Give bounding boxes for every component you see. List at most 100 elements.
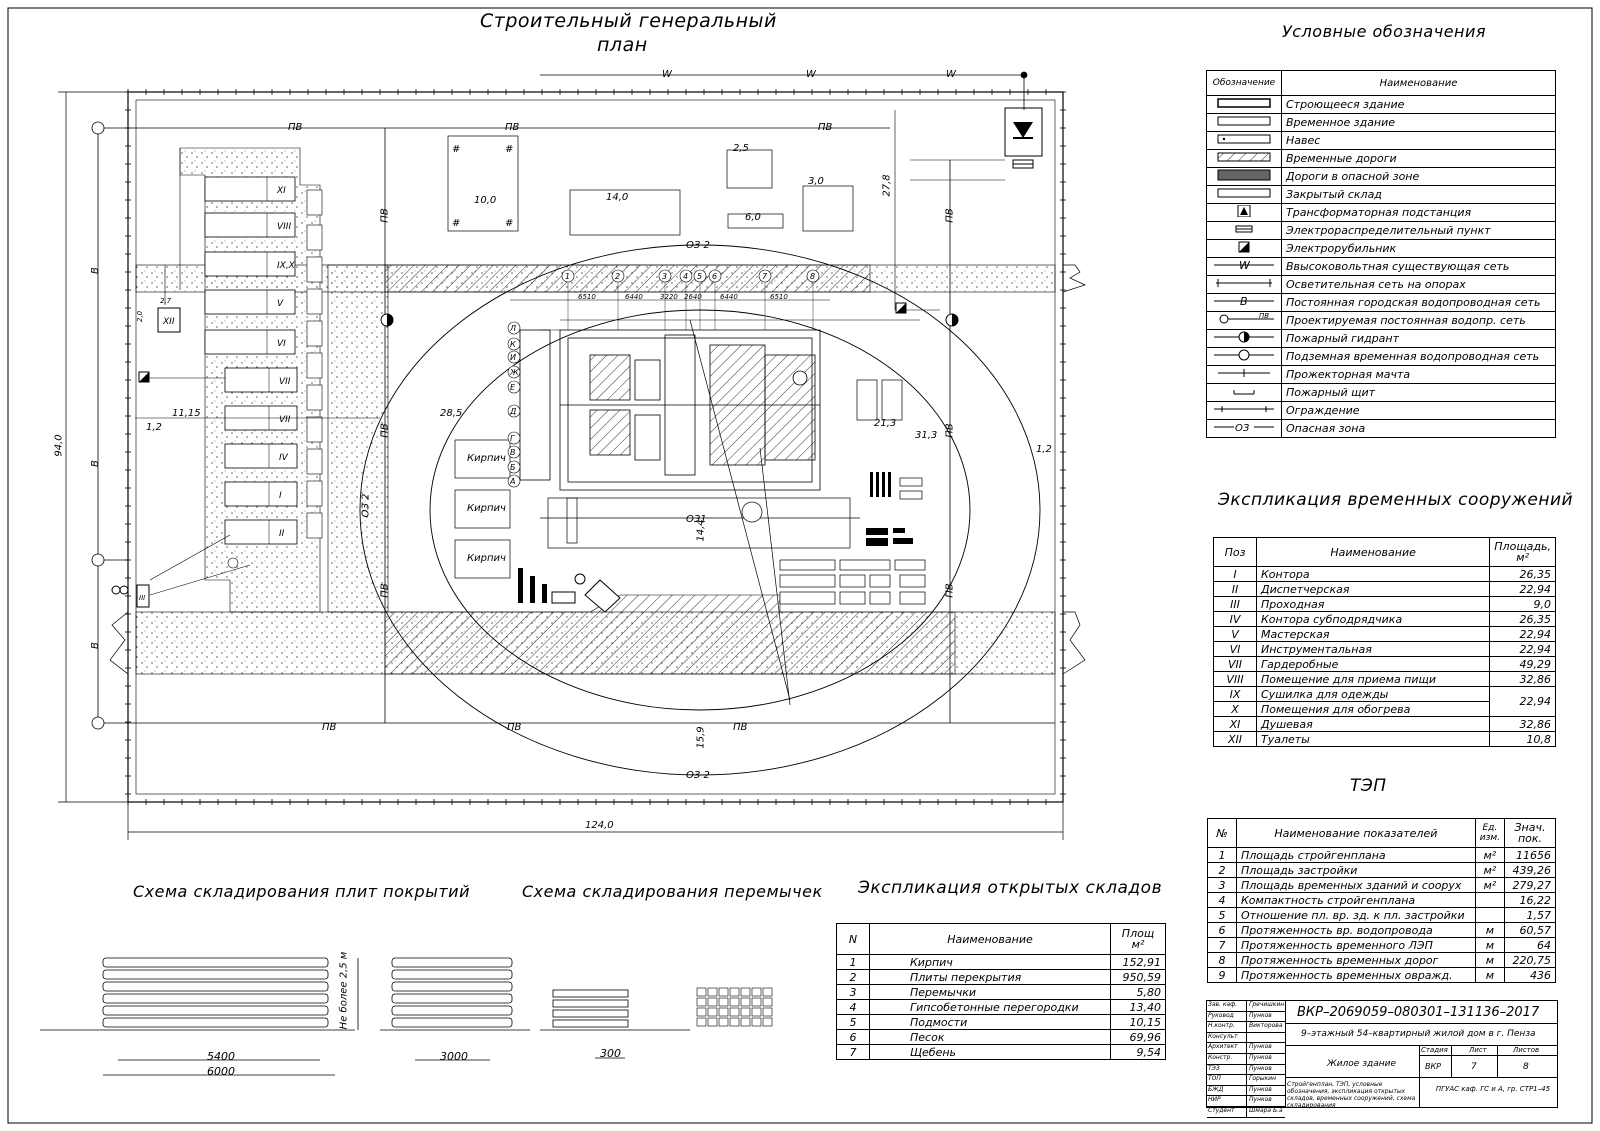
tep-cell-no: 2 [1207, 862, 1237, 878]
svg-text:#: # [452, 144, 460, 155]
tep-cell-value: 1,57 [1504, 907, 1556, 923]
lintel-block [729, 997, 740, 1007]
temp-building-label: V [277, 299, 284, 309]
row-pos: XI [1213, 716, 1257, 732]
lintels-scheme-title: Схема складирования перемычек [522, 882, 823, 901]
open-cell-no: 3 [836, 984, 870, 1000]
temp-building: IV [224, 443, 298, 469]
overall-dimensions [58, 91, 1064, 840]
role-title: Консульт [1207, 1032, 1247, 1043]
row-area: 22,94 [1489, 581, 1556, 597]
axis-number: 3 [662, 272, 667, 281]
axis-marker [507, 365, 521, 379]
label-oz1: ОЗ1 [686, 514, 707, 525]
shed [306, 480, 323, 507]
tep-cell-unit: м [1474, 922, 1506, 938]
legend-table: Обозначение Наименование Строющееся здан… [1206, 70, 1556, 438]
temp-building-label: VII [279, 415, 291, 425]
lintel-block [762, 997, 773, 1007]
temp-building-label: II [279, 529, 285, 539]
transformer-substation-icon [1004, 107, 1043, 169]
label-pv: ПВ [507, 722, 522, 733]
sheets-header: Листов [1513, 1046, 1540, 1054]
sheet-header: Лист [1469, 1046, 1487, 1054]
role-person: Пунков [1249, 1085, 1272, 1093]
axis-marker [507, 404, 521, 418]
legend-row: Строющееся здание [1206, 95, 1556, 114]
open-cell-area: 69,96 [1110, 1029, 1166, 1045]
lintel-block [718, 1007, 729, 1017]
brick-storages [454, 439, 511, 579]
role-person: Гречишкин [1249, 1001, 1285, 1008]
open-col-no: N [836, 923, 870, 955]
stage-header: Стадия [1421, 1046, 1448, 1054]
axis-letter: И [510, 353, 516, 362]
tep-cell-unit: м [1474, 967, 1506, 983]
label-oz2: ОЗ 2 [686, 770, 710, 781]
tep-col-name: Наименование показателей [1236, 818, 1476, 848]
danger-zone-road-icon [1214, 169, 1274, 181]
open-cell-name: Песок [869, 1029, 1111, 1045]
open-cell-area: 9,54 [1110, 1044, 1166, 1060]
axis-marker [507, 321, 521, 335]
label-oz2-vertical: ОЗ 2 [360, 493, 372, 518]
row-area: 9,0 [1489, 596, 1556, 612]
row-pos: X [1213, 701, 1257, 717]
role-person: Пунков [1249, 1011, 1272, 1019]
row-area: 26,35 [1489, 566, 1556, 582]
role-row: Констр.Пунков [1207, 1053, 1285, 1065]
row-area: 22,94 [1489, 686, 1556, 717]
shed [306, 288, 323, 315]
row-area: 32,86 [1489, 671, 1556, 687]
lintel-block [729, 1007, 740, 1017]
label-dim-2-5: 2,5 [733, 143, 749, 154]
sheet-value: 7 [1471, 1062, 1477, 1072]
svg-text:III: III [139, 594, 145, 602]
role-title: ТОП [1207, 1075, 1247, 1085]
svg-text:ОЗ: ОЗ [1235, 423, 1250, 433]
tep-cell-name: Компактность стройгенплана [1236, 892, 1476, 908]
legend-item-name: Строющееся здание [1281, 95, 1556, 114]
road-break-symbols [109, 264, 1086, 675]
axis-marker [507, 460, 521, 474]
building-dim: 6440 [625, 293, 643, 301]
open-cell-area: 950,59 [1110, 969, 1166, 985]
open-cell-no: 7 [836, 1044, 870, 1060]
explication-open-title: Экспликация открытых складов [858, 878, 1163, 898]
legend-item-name: Прожекторная мачта [1281, 365, 1556, 384]
plates-stacking-scheme [40, 957, 530, 1076]
tep-cell-value: 60,57 [1504, 922, 1556, 938]
row-area: 10,8 [1489, 731, 1556, 747]
legend-row: Пожарный гидрант [1206, 329, 1556, 348]
tep-cell-unit [1474, 892, 1506, 908]
project-name: 9–этажный 54–квартирный жилой дом в г. П… [1301, 1029, 1536, 1039]
main-title-line1: Строительный генеральный [480, 10, 777, 32]
tep-cell-no: 4 [1207, 892, 1237, 908]
label-pv: ПВ [818, 122, 833, 133]
lintel-block [751, 1007, 762, 1017]
legend-item-name: Временные дороги [1281, 149, 1556, 168]
role-row: Зав. каф.Гречишкин [1207, 1001, 1285, 1012]
label-pv-vertical: ПВ [944, 208, 956, 223]
lintel-block [696, 1017, 707, 1027]
axis-marker [507, 431, 521, 445]
axis-number: 4 [683, 272, 688, 281]
legend-item-name: Дороги в опасной зоне [1281, 167, 1556, 186]
grid-axes [510, 299, 830, 331]
temp-building: V [204, 289, 296, 315]
temp-building-label: XI [276, 186, 286, 196]
tep-cell-no: 8 [1207, 952, 1237, 968]
label-dim-11-15: 11,15 [172, 408, 201, 419]
label-w: W [662, 69, 672, 80]
legend-row: Дороги в опасной зоне [1206, 167, 1556, 186]
label-dim-6-0: 6,0 [745, 212, 761, 223]
legend-row: Подземная временная водопроводная сеть [1206, 347, 1556, 366]
axis-marker [507, 350, 521, 364]
